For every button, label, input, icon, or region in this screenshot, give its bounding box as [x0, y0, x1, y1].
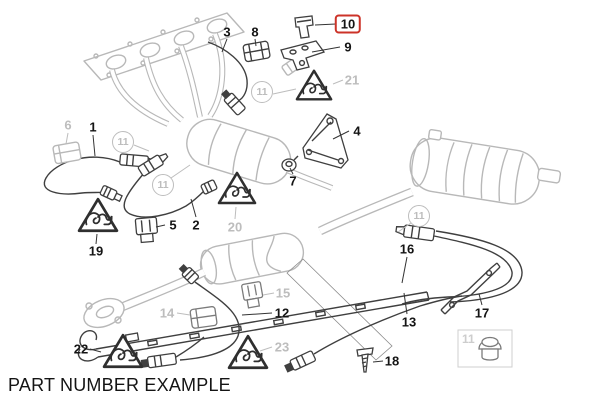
- clip-15-drawing: [241, 281, 264, 309]
- part-label-5[interactable]: 5: [169, 217, 177, 233]
- o2-sensor-1-with-cable: [43, 153, 157, 203]
- grommet-7-drawing: [281, 155, 299, 172]
- exhaust-manifold-drawing: [83, 12, 245, 127]
- part-label-4[interactable]: 4: [353, 123, 361, 139]
- rear-muffler-drawing: [318, 129, 562, 236]
- detail-region-outline: [286, 258, 393, 361]
- part-number-example-caption: PART NUMBER EXAMPLE: [8, 375, 231, 395]
- part-label-1[interactable]: 1: [89, 119, 97, 135]
- o2-sensor-2-with-cable: [123, 153, 218, 218]
- screw-18-drawing: [356, 347, 374, 373]
- inset-ref-label-11[interactable]: 11: [462, 332, 475, 346]
- part-label-23[interactable]: 23: [274, 339, 290, 355]
- part-label-14[interactable]: 14: [159, 305, 175, 321]
- ref-circle-11-d[interactable]: 11: [408, 205, 430, 227]
- mounting-rail-13-drawing: [77, 291, 430, 362]
- ref-circle-11-a[interactable]: 11: [251, 81, 273, 103]
- hot-surface-warning-triangle-21: [295, 69, 333, 101]
- leader-lines-black: [89, 23, 483, 363]
- hot-surface-warning-triangle-19: [77, 197, 119, 233]
- part-label-21[interactable]: 21: [344, 72, 360, 88]
- part-label-6[interactable]: 6: [64, 117, 72, 133]
- clip-10-drawing: [294, 15, 314, 39]
- part-label-19[interactable]: 19: [88, 243, 104, 259]
- part-label-13[interactable]: 13: [401, 314, 417, 330]
- clip-5-drawing: [134, 216, 159, 244]
- connector-8-drawing: [242, 40, 271, 63]
- part-label-7[interactable]: 7: [289, 173, 297, 189]
- o2-sensor-16-with-cable: [395, 224, 523, 305]
- leader-lines-gray: [65, 79, 412, 352]
- part-label-16[interactable]: 16: [399, 241, 415, 257]
- part-label-12[interactable]: 12: [274, 305, 290, 321]
- bracket-9-drawing: [280, 40, 326, 71]
- connector-14-drawing: [189, 306, 218, 329]
- connector-6-drawing: [52, 141, 82, 165]
- part-label-17[interactable]: 17: [474, 305, 490, 321]
- part-label-3[interactable]: 3: [223, 24, 231, 40]
- part-label-10-highlighted[interactable]: 10: [334, 14, 362, 34]
- part-label-22[interactable]: 22: [73, 341, 89, 357]
- part-label-20[interactable]: 20: [227, 219, 243, 235]
- part-label-9[interactable]: 9: [344, 39, 352, 55]
- part-label-8[interactable]: 8: [251, 24, 259, 40]
- o2-sensor-23-with-cable: [284, 295, 463, 373]
- support-bracket-17-drawing: [440, 262, 501, 315]
- inset-grommet-11-box: [457, 329, 513, 368]
- part-label-15[interactable]: 15: [275, 285, 291, 301]
- part-label-2[interactable]: 2: [192, 217, 200, 233]
- ref-circle-11-b[interactable]: 11: [112, 131, 134, 153]
- part-label-18[interactable]: 18: [384, 353, 400, 369]
- bracket-4-drawing: [302, 113, 349, 169]
- o2-sensor-12-with-cable: [140, 263, 240, 369]
- ref-circle-11-c[interactable]: 11: [152, 174, 174, 196]
